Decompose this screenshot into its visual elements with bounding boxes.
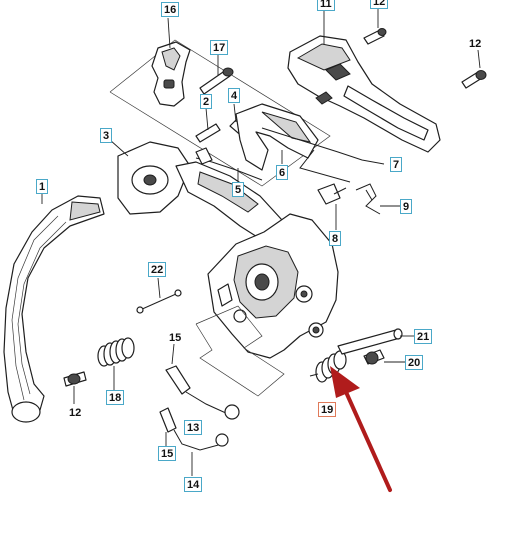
part-20-screw: [363, 349, 408, 365]
part-12-screw-left: [63, 371, 87, 404]
callout-3: 3: [100, 128, 113, 143]
callout-14: 14: [184, 477, 203, 492]
callout-12-top: 12: [370, 0, 389, 9]
callout-20: 20: [405, 355, 424, 370]
part-8-connector: [317, 183, 347, 230]
callout-17: 17: [210, 40, 229, 55]
part-3-handle-mount: [109, 139, 191, 215]
callout-19: 19: [318, 402, 337, 417]
part-15-cable-end: [165, 343, 240, 420]
callout-6: 6: [276, 165, 289, 180]
callout-13: 13: [184, 420, 203, 435]
part-9-clip: [355, 183, 400, 215]
callout-16: 16: [161, 2, 180, 17]
highlight-arrow: [330, 366, 392, 492]
part-17-screw: [199, 54, 234, 95]
callout-9: 9: [400, 199, 413, 214]
part-11-rear-handle: [287, 8, 441, 153]
part-screw-top: [363, 6, 387, 45]
callout-1: 1: [36, 179, 49, 194]
callout-15-lower: 15: [158, 446, 177, 461]
part-5-wire: [195, 147, 263, 184]
part-12-screw-right: [461, 49, 487, 89]
callout-11: 11: [317, 0, 335, 11]
part-16-bracket: [151, 17, 191, 107]
callout-5: 5: [232, 182, 245, 197]
callout-12-left: 12: [69, 406, 82, 419]
part-18-spring: [97, 337, 135, 390]
part-14-cable: [159, 407, 229, 476]
part-7-wire-link: [261, 127, 385, 183]
handle-body: [175, 161, 283, 241]
part-1-front-handle: [3, 194, 105, 423]
part-2-bolt: [195, 107, 221, 143]
callout-18: 18: [106, 390, 125, 405]
part-6-trigger: [235, 103, 319, 171]
part-22-cable: [136, 277, 182, 314]
callout-21: 21: [414, 329, 433, 344]
callout-4: 4: [228, 88, 241, 103]
assembly-outline: [109, 39, 331, 187]
callout-22: 22: [148, 262, 167, 277]
part-21-rod: [337, 328, 416, 355]
main-housing: [207, 213, 339, 359]
wire-loop-outline: [195, 305, 285, 397]
callout-15-upper: 15: [169, 331, 182, 344]
callout-8: 8: [329, 231, 342, 246]
callout-12-right: 12: [469, 37, 482, 50]
callout-7: 7: [390, 157, 403, 172]
callout-2: 2: [200, 94, 213, 109]
